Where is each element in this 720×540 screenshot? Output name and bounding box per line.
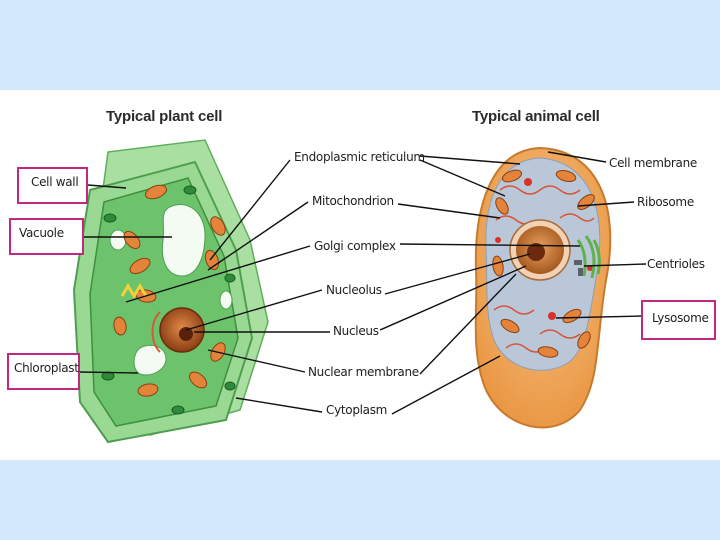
plant-chloroplasts bbox=[101, 185, 236, 415]
plant-cell bbox=[72, 139, 269, 444]
cytoplasm-label: Cytoplasm bbox=[326, 403, 388, 417]
centrioles-label: Centrioles bbox=[647, 257, 705, 271]
animal-centrioles bbox=[574, 260, 582, 265]
vacuole-label: Vacuole bbox=[9, 218, 84, 255]
ribosome-label: Ribosome bbox=[637, 195, 694, 209]
cell-wall-label: Cell wall bbox=[17, 167, 88, 204]
chloroplast-label: Chloroplast bbox=[7, 353, 80, 390]
plant-vacuole bbox=[161, 204, 206, 277]
animal-nucleolus bbox=[527, 243, 545, 261]
endoplasmic-reticulum-label: Endoplasmic reticulum bbox=[294, 150, 425, 164]
animal-cell bbox=[474, 146, 612, 429]
nuclear-membrane-label: Nuclear membrane bbox=[308, 365, 419, 379]
diagram-panel: Typical plant cell Typical animal cell C… bbox=[0, 90, 720, 460]
plant-cell-title: Typical plant cell bbox=[106, 108, 223, 125]
nucleolus-label: Nucleolus bbox=[326, 283, 382, 297]
animal-cell-title: Typical animal cell bbox=[472, 108, 600, 125]
cell-diagram-illustration bbox=[72, 139, 647, 444]
plant-mitochondria bbox=[113, 184, 226, 397]
animal-mitochondria bbox=[492, 169, 595, 358]
golgi-complex-label: Golgi complex bbox=[314, 239, 396, 253]
plant-nucleolus bbox=[179, 327, 193, 341]
nucleus-label: Nucleus bbox=[333, 324, 379, 338]
cell-membrane-label: Cell membrane bbox=[609, 156, 697, 170]
leader-lines bbox=[79, 151, 647, 415]
animal-golgi bbox=[576, 235, 601, 279]
mitochondrion-label: Mitochondrion bbox=[312, 194, 394, 208]
lysosome-label: Lysosome bbox=[641, 300, 716, 340]
